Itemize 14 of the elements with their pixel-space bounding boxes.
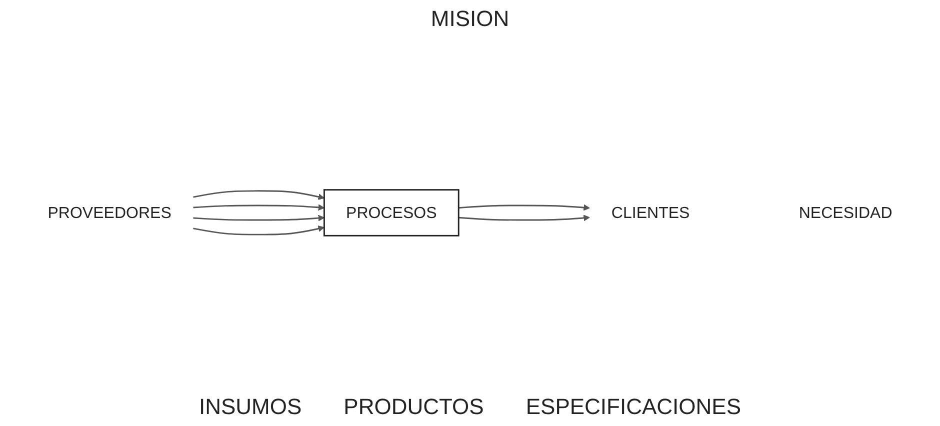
node-text: PROVEEDORES (48, 204, 172, 222)
arrow (193, 215, 324, 222)
node-text: CLIENTES (611, 204, 690, 222)
arrow (458, 214, 590, 222)
arrow (193, 226, 324, 236)
arrow (193, 190, 324, 200)
arrow (458, 204, 590, 211)
diagram-label: MISION (430, 6, 510, 32)
diagram-label: PRODUCTOS (344, 394, 484, 420)
node-box: PROCESOS (323, 189, 460, 237)
arrow (193, 204, 324, 211)
diagram-label: INSUMOS (198, 394, 302, 420)
node-text: NECESIDAD (798, 204, 892, 222)
diagram-label: ESPECIFICACIONES (526, 394, 741, 420)
